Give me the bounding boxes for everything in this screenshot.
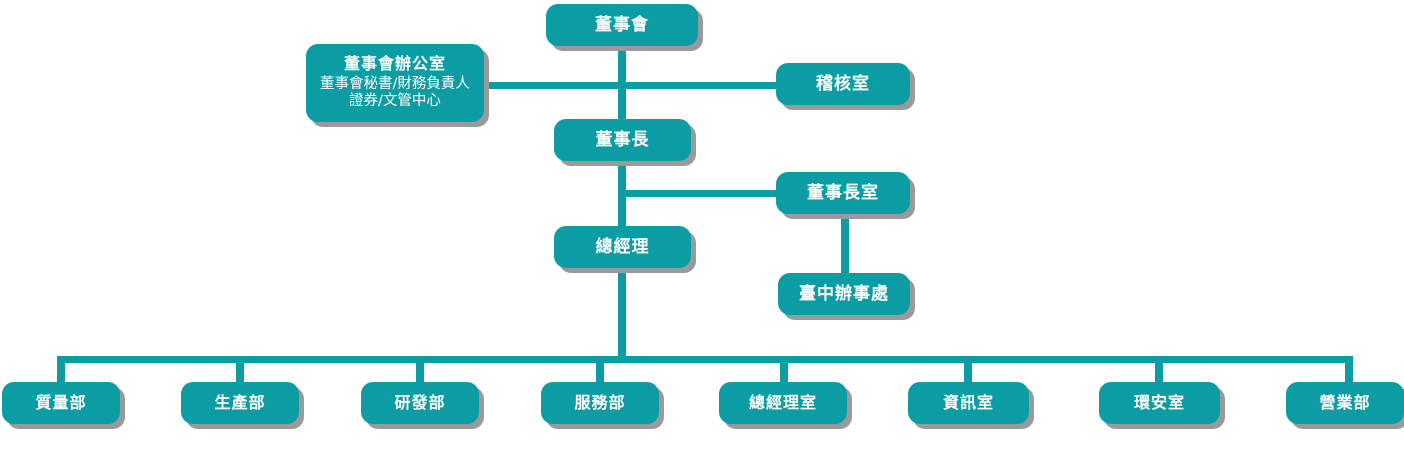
connector-bus-to-dept-7	[1155, 356, 1163, 384]
node-department-2[interactable]: 生產部	[181, 382, 299, 424]
node-board-office[interactable]: 董事會辦公室 董事會秘書/財務負責人 證券/文管中心	[306, 44, 484, 122]
connector-bus-to-dept-5	[780, 356, 788, 384]
node-department-8-label: 營業部	[1319, 392, 1371, 412]
node-board-label: 董事會	[595, 14, 649, 35]
node-department-6-label: 資訊室	[942, 392, 994, 412]
node-board-office-line2: 董事會秘書/財務負責人	[320, 76, 470, 93]
node-department-1-label: 質量部	[35, 392, 87, 412]
node-department-6[interactable]: 資訊室	[908, 382, 1029, 424]
node-department-3-label: 研發部	[394, 392, 446, 412]
connector-board-office-to-audit	[482, 82, 782, 89]
connector-bus-to-dept-8	[1345, 356, 1353, 384]
connector-chairman-office-to-taichung	[841, 215, 849, 275]
node-department-7[interactable]: 環安室	[1099, 382, 1220, 424]
node-board[interactable]: 董事會	[546, 4, 698, 46]
node-board-office-title: 董事會辦公室	[343, 54, 446, 74]
department-bus	[57, 356, 1353, 363]
node-department-5[interactable]: 總經理室	[719, 382, 847, 424]
node-taichung-office-label: 臺中辦事處	[799, 283, 889, 304]
node-department-2-label: 生產部	[214, 392, 266, 412]
node-board-office-line3: 證券/文管中心	[349, 93, 441, 110]
node-taichung-office[interactable]: 臺中辦事處	[778, 273, 910, 315]
node-department-5-label: 總經理室	[748, 392, 817, 412]
node-department-4[interactable]: 服務部	[541, 382, 659, 424]
connector-bus-to-dept-3	[416, 356, 424, 384]
node-chairman-office[interactable]: 董事長室	[776, 172, 910, 214]
connector-bus-to-dept-2	[236, 356, 244, 384]
node-department-1[interactable]: 質量部	[2, 382, 120, 424]
node-department-4-label: 服務部	[574, 392, 626, 412]
connector-gm-to-bus	[618, 268, 626, 362]
node-general-manager[interactable]: 總經理	[554, 226, 691, 268]
node-audit-office[interactable]: 稽核室	[776, 63, 910, 105]
connector-bus-to-dept-6	[964, 356, 972, 384]
connector-bus-to-dept-1	[57, 356, 65, 384]
node-chairman[interactable]: 董事長	[554, 119, 691, 161]
node-chairman-office-label: 董事長室	[807, 182, 879, 203]
node-department-8[interactable]: 營業部	[1286, 382, 1404, 424]
connector-bus-to-dept-4	[596, 356, 604, 384]
node-chairman-label: 董事長	[595, 129, 650, 150]
node-department-7-label: 環安室	[1133, 392, 1185, 412]
node-department-3[interactable]: 研發部	[361, 382, 479, 424]
node-general-manager-label: 總經理	[595, 236, 650, 257]
node-audit-office-label: 稽核室	[816, 73, 870, 94]
connector-chairman-to-chairman-office	[622, 190, 782, 197]
